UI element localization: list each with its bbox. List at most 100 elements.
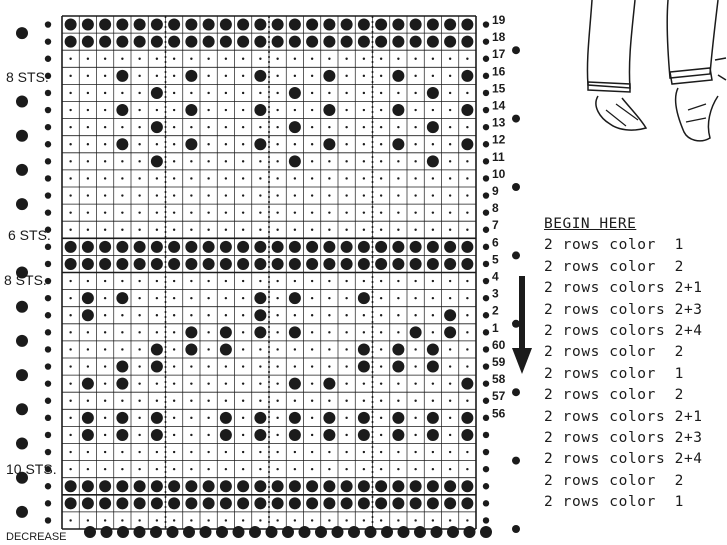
stitch-dot bbox=[242, 143, 244, 145]
stitch-dot bbox=[294, 177, 296, 179]
stitch-dot bbox=[104, 177, 106, 179]
stitch-dot bbox=[345, 434, 347, 436]
stitch-dot bbox=[414, 92, 416, 94]
stitch-bead bbox=[272, 497, 284, 509]
decrease-bead bbox=[249, 526, 261, 538]
stitch-bead bbox=[375, 258, 387, 270]
stitch-dot bbox=[225, 468, 227, 470]
stitch-dot bbox=[294, 348, 296, 350]
stitch-dot bbox=[242, 297, 244, 299]
stitch-dot bbox=[414, 143, 416, 145]
stitch-dot bbox=[259, 451, 261, 453]
stitch-bead bbox=[116, 19, 128, 31]
stitch-dot bbox=[380, 519, 382, 521]
stitch-dot bbox=[121, 468, 123, 470]
stitch-dot bbox=[242, 58, 244, 60]
stitch-bead bbox=[168, 258, 180, 270]
legend-row: 2 rows color 2 bbox=[544, 342, 724, 363]
stitch-dot bbox=[69, 58, 71, 60]
stitch-bead bbox=[254, 309, 266, 321]
row-number: 12 bbox=[492, 133, 506, 147]
stitch-dot bbox=[328, 297, 330, 299]
legend-row: 2 rows color 2 bbox=[544, 257, 724, 278]
stitch-dot bbox=[173, 177, 175, 179]
stitch-dot bbox=[363, 400, 365, 402]
stitch-dot bbox=[259, 400, 261, 402]
stitch-dot bbox=[259, 229, 261, 231]
stitch-dot bbox=[259, 211, 261, 213]
stitch-dot bbox=[259, 348, 261, 350]
stitch-dot bbox=[311, 331, 313, 333]
stitch-dot bbox=[87, 468, 89, 470]
stitch-dot bbox=[173, 519, 175, 521]
stitch-bead bbox=[185, 343, 197, 355]
stitch-dot bbox=[276, 365, 278, 367]
stitch-dot bbox=[69, 75, 71, 77]
stitch-dot bbox=[311, 280, 313, 282]
stitch-dot bbox=[190, 382, 192, 384]
stitch-dot bbox=[380, 314, 382, 316]
stitch-dot bbox=[276, 92, 278, 94]
stitch-dot bbox=[104, 143, 106, 145]
stitch-dot bbox=[104, 92, 106, 94]
stitch-bead bbox=[134, 497, 146, 509]
stitch-dot bbox=[311, 451, 313, 453]
stitch-dot bbox=[328, 280, 330, 282]
stitch-bead bbox=[427, 155, 439, 167]
stitch-bead bbox=[254, 429, 266, 441]
stitch-dot bbox=[207, 109, 209, 111]
stitch-dot bbox=[104, 109, 106, 111]
stitch-bead bbox=[323, 497, 335, 509]
stitch-dot bbox=[242, 177, 244, 179]
stitch-dot bbox=[397, 468, 399, 470]
row-number: 2 bbox=[492, 304, 499, 318]
stitch-bead bbox=[392, 104, 404, 116]
decrease-bead bbox=[200, 526, 212, 538]
stitch-bead bbox=[185, 138, 197, 150]
decrease-bead bbox=[134, 526, 146, 538]
stitch-dot bbox=[87, 348, 89, 350]
stitch-bead bbox=[185, 36, 197, 48]
stitch-dot bbox=[104, 229, 106, 231]
stitch-bead bbox=[254, 138, 266, 150]
stitch-dot bbox=[414, 229, 416, 231]
stitch-dot bbox=[156, 109, 158, 111]
stitch-dot bbox=[190, 194, 192, 196]
stitch-bead bbox=[392, 497, 404, 509]
stitch-dot bbox=[156, 177, 158, 179]
stitch-dot bbox=[104, 280, 106, 282]
stitch-dot bbox=[294, 400, 296, 402]
stitch-dot bbox=[225, 58, 227, 60]
stitch-bead bbox=[289, 155, 301, 167]
stitch-bead bbox=[151, 497, 163, 509]
stitch-dot bbox=[311, 365, 313, 367]
stitch-bead bbox=[392, 361, 404, 373]
stitch-bead bbox=[341, 241, 353, 253]
stitch-dot bbox=[328, 365, 330, 367]
stitch-bead bbox=[134, 36, 146, 48]
decrease-label: DECREASE bbox=[6, 531, 67, 543]
stitch-dot bbox=[138, 451, 140, 453]
stitch-dot bbox=[190, 160, 192, 162]
stitch-dot bbox=[276, 143, 278, 145]
stitch-bead bbox=[272, 241, 284, 253]
stitch-dot bbox=[138, 92, 140, 94]
stitch-dot bbox=[449, 211, 451, 213]
decrease-bead bbox=[464, 526, 476, 538]
stitch-bead bbox=[341, 19, 353, 31]
decrease-bead bbox=[365, 526, 377, 538]
stitch-dot bbox=[87, 519, 89, 521]
stitch-dot bbox=[207, 434, 209, 436]
stitch-bead bbox=[220, 36, 232, 48]
stitch-dot bbox=[207, 382, 209, 384]
stitch-bead bbox=[185, 497, 197, 509]
side-bead bbox=[16, 301, 28, 313]
row-number: 19 bbox=[492, 13, 506, 27]
edge-marker bbox=[483, 90, 489, 96]
stitch-bead bbox=[461, 36, 473, 48]
stitch-dot bbox=[328, 160, 330, 162]
legend-row: 2 rows colors 2+1 bbox=[544, 407, 724, 428]
decrease-bead bbox=[447, 526, 459, 538]
stitch-bead bbox=[306, 19, 318, 31]
stitch-dot bbox=[380, 365, 382, 367]
